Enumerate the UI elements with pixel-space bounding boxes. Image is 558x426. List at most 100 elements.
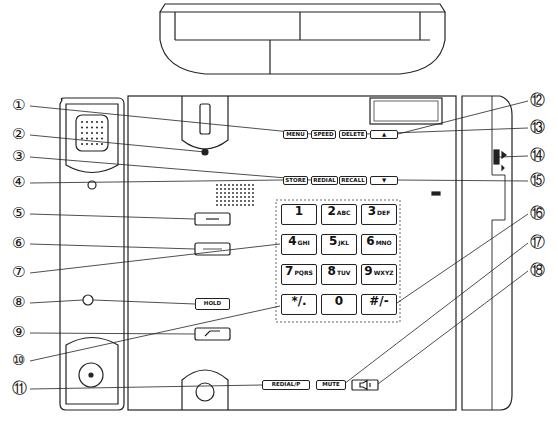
- volume-switch: [494, 150, 499, 164]
- button-label: DELETE: [341, 132, 364, 138]
- keypad-key: 3DEF: [361, 204, 397, 225]
- function-button: ▲: [370, 130, 398, 139]
- callout-number: ②: [12, 127, 25, 142]
- mouthpiece-hole: [89, 373, 93, 377]
- key-letters: WXYZ: [374, 270, 394, 276]
- top-view-detail: [160, 4, 445, 74]
- handsfree-icon: [205, 331, 220, 336]
- side-view-detail: [492, 96, 505, 410]
- handsfree-button: [195, 328, 230, 340]
- key-letters: ABC: [337, 210, 351, 216]
- speaker-grill: [216, 184, 254, 206]
- callout-number: ⑩: [12, 353, 25, 368]
- key-digit: 9: [364, 265, 372, 277]
- key-digit: 8: [328, 265, 336, 277]
- leader-lines: [30, 101, 528, 389]
- keypad-frame: [276, 200, 400, 322]
- cradle-top: [182, 96, 228, 149]
- key-letters: TUV: [337, 270, 351, 276]
- button-label: MENU: [286, 132, 304, 138]
- button-label: HOLD: [204, 301, 221, 307]
- flash-icon: [206, 218, 219, 219]
- handset-hook: [83, 295, 93, 305]
- key-digit: */.: [291, 295, 306, 307]
- key-letters: MNO: [376, 240, 392, 246]
- callout-number: ⑨: [12, 325, 25, 340]
- callout-number: ③: [12, 149, 25, 164]
- keypad-key: #/-: [361, 294, 397, 315]
- button-label: ▲: [382, 132, 386, 138]
- key-digit: 3: [368, 205, 376, 217]
- callout-number: ⑭: [530, 148, 545, 163]
- button-label: MUTE: [322, 382, 339, 388]
- display-glass: [374, 101, 438, 121]
- function-button: MENU: [283, 130, 308, 139]
- key-digit: 2: [328, 205, 336, 217]
- function-button: SPEED: [311, 130, 336, 139]
- callout-number: ⑱: [530, 263, 545, 278]
- function-button: DELETE: [339, 130, 367, 139]
- keypad-key: 2ABC: [321, 204, 357, 225]
- callout-number: ⑮: [530, 173, 545, 188]
- keypad-key: 5JKL: [321, 234, 357, 255]
- callout-number: ⑪: [12, 381, 27, 396]
- keypad-key: */.: [281, 294, 317, 315]
- led: [432, 192, 440, 195]
- callout-number: ④: [12, 175, 25, 190]
- callout-number: ⑦: [12, 265, 25, 280]
- button-label: REDIAL: [313, 178, 335, 184]
- key-letters: DEF: [377, 210, 390, 216]
- speaker-icon: [360, 381, 370, 390]
- earpiece: [76, 115, 108, 151]
- function-button: HOLD: [195, 298, 230, 310]
- button-label: SPEED: [313, 132, 333, 138]
- top-view: [160, 12, 445, 74]
- cradle-bottom: [182, 370, 228, 410]
- key-letters: GHI: [298, 240, 310, 246]
- button-label: ▼: [382, 178, 386, 184]
- key-digit: 7: [285, 265, 293, 277]
- clear-icon: [203, 249, 222, 250]
- key-digit: 6: [366, 235, 374, 247]
- key-digit: 0: [335, 295, 343, 307]
- keypad-key: 8TUV: [321, 264, 357, 285]
- base-body: [128, 96, 456, 410]
- keypad-key: 4GHI: [281, 234, 317, 255]
- keypad-key: 0: [321, 294, 357, 315]
- keypad-key: 1: [281, 204, 317, 225]
- display: [370, 98, 442, 124]
- key-letters: JKL: [338, 240, 349, 246]
- button-label: REDIAL/P: [272, 382, 300, 388]
- function-button: STORE: [283, 176, 308, 185]
- function-button: RECALL: [339, 176, 367, 185]
- keypad-key: 7PQRS: [281, 264, 317, 285]
- mouthpiece: [79, 363, 103, 387]
- callout-number: ⑥: [12, 236, 25, 251]
- side-view: [462, 96, 512, 410]
- handset: [60, 98, 124, 410]
- function-button: ▼: [370, 176, 398, 185]
- callout-number: ①: [12, 98, 25, 113]
- button-label: STORE: [285, 178, 305, 184]
- keypad-key: 6MNO: [361, 234, 397, 255]
- key-digit: #/-: [369, 295, 388, 307]
- function-button: REDIAL/P: [262, 380, 310, 390]
- key-digit: 4: [288, 235, 296, 247]
- function-button: REDIAL: [311, 176, 338, 185]
- callout-number: ⑫: [530, 93, 545, 108]
- key-digit: 1: [295, 205, 303, 217]
- key-letters: PQRS: [294, 270, 312, 276]
- callout-number: ⑧: [12, 295, 25, 310]
- callout-number: ⑯: [530, 206, 545, 221]
- speaker-button: [352, 380, 378, 390]
- function-button: MUTE: [316, 380, 346, 390]
- button-label: RECALL: [341, 178, 364, 184]
- callout-number: ⑬: [530, 120, 545, 135]
- flash-button: [195, 213, 230, 225]
- hook-switch: [200, 104, 210, 134]
- handset-caps: [66, 104, 118, 404]
- callout-number: ⑰: [530, 235, 545, 250]
- keypad-key: 9WXYZ: [361, 264, 397, 285]
